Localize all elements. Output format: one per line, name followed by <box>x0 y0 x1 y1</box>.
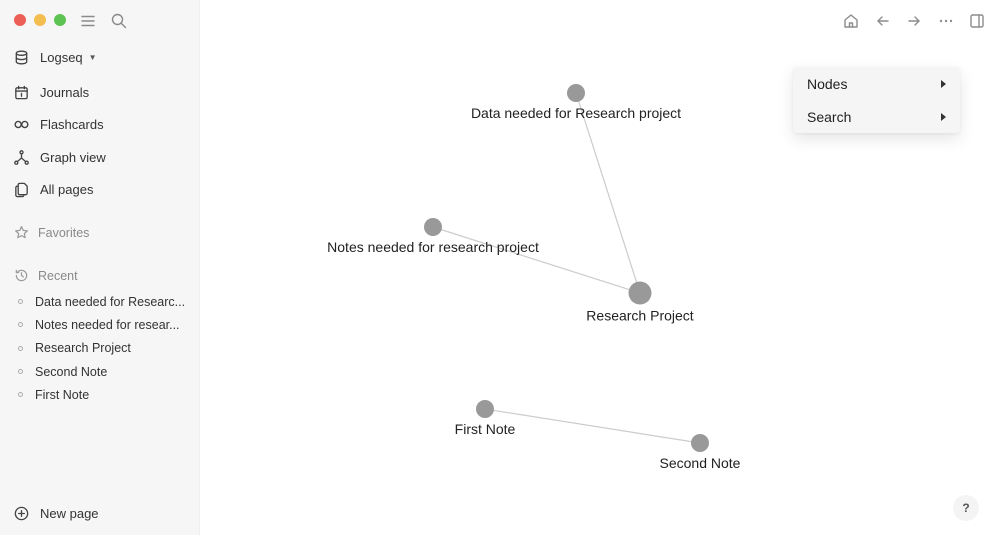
infinity-icon <box>12 115 30 133</box>
recent-item[interactable]: Second Note <box>18 360 190 383</box>
star-icon <box>14 225 30 241</box>
recent-list: Data needed for Researc... Notes needed … <box>18 290 190 406</box>
pages-icon <box>12 180 30 198</box>
graph-selector[interactable]: Logseq ▼ <box>12 44 188 70</box>
favorites-label: Favorites <box>38 226 90 240</box>
graph-node-circle[interactable] <box>567 84 585 102</box>
sidebar-item-all-pages[interactable]: All pages <box>12 176 188 202</box>
graph-edge <box>575 92 641 294</box>
bullet-icon <box>18 392 23 398</box>
recent-item[interactable]: Research Project <box>18 337 190 360</box>
graph-node-label[interactable]: Research Project <box>586 308 693 324</box>
minimize-window-button[interactable] <box>34 14 46 26</box>
home-icon[interactable] <box>841 11 861 31</box>
database-icon <box>12 48 30 66</box>
sidebar-item-label: Graph view <box>40 149 106 165</box>
sidebar-item-label: All pages <box>40 181 94 197</box>
graph-node-label[interactable]: Second Note <box>660 455 741 471</box>
sidebar-item-journals[interactable]: Journals <box>12 79 188 105</box>
graph-node[interactable]: Data needed for Research project <box>471 84 681 121</box>
bullet-icon <box>18 299 23 305</box>
more-icon[interactable] <box>936 11 956 31</box>
plus-circle-icon <box>12 504 30 522</box>
graph-name: Logseq <box>40 49 83 65</box>
left-sidebar: Logseq ▼ Journals Flashcards Graph view … <box>0 0 200 535</box>
chevron-right-icon <box>941 79 946 88</box>
graph-icon <box>12 148 30 166</box>
window-controls <box>14 14 66 26</box>
graph-settings-menu: Nodes Search <box>793 67 960 133</box>
forward-arrow-icon[interactable] <box>904 11 924 31</box>
graph-node-label[interactable]: Data needed for Research project <box>471 105 681 121</box>
graph-edge <box>484 408 701 444</box>
graph-node-circle[interactable] <box>424 218 442 236</box>
sidebar-item-flashcards[interactable]: Flashcards <box>12 111 188 137</box>
recent-item[interactable]: Data needed for Researc... <box>18 290 190 313</box>
right-sidebar-icon[interactable] <box>967 11 987 31</box>
menu-item-search[interactable]: Search <box>793 100 960 133</box>
menu-item-label: Nodes <box>807 75 848 92</box>
recent-header[interactable]: Recent <box>14 268 78 284</box>
maximize-window-button[interactable] <box>54 14 66 26</box>
recent-label: Recent <box>38 269 78 283</box>
graph-node[interactable]: Notes needed for research project <box>327 218 539 255</box>
bullet-icon <box>18 345 23 351</box>
new-page-label: New page <box>40 505 99 521</box>
graph-edge <box>432 226 641 294</box>
graph-node-circle[interactable] <box>628 281 652 305</box>
chevron-down-icon: ▼ <box>88 52 97 62</box>
favorites-header[interactable]: Favorites <box>14 225 89 241</box>
chevron-right-icon <box>941 112 946 121</box>
graph-node[interactable]: Second Note <box>660 434 741 471</box>
graph-node-label[interactable]: First Note <box>455 421 516 437</box>
close-window-button[interactable] <box>14 14 26 26</box>
menu-item-nodes[interactable]: Nodes <box>793 67 960 100</box>
graph-node-circle[interactable] <box>476 400 494 418</box>
graph-node-circle[interactable] <box>691 434 709 452</box>
sidebar-item-graph-view[interactable]: Graph view <box>12 144 188 170</box>
history-icon <box>14 268 30 284</box>
sidebar-item-label: Flashcards <box>40 116 104 132</box>
menu-item-label: Search <box>807 108 852 125</box>
recent-item[interactable]: Notes needed for resear... <box>18 313 190 336</box>
search-icon[interactable] <box>110 12 128 30</box>
recent-item[interactable]: First Note <box>18 383 190 406</box>
sidebar-item-label: Journals <box>40 84 90 100</box>
bullet-icon <box>18 369 23 375</box>
calendar-icon <box>12 83 30 101</box>
graph-node[interactable]: Research Project <box>586 281 694 324</box>
graph-node[interactable]: First Note <box>455 400 516 437</box>
back-arrow-icon[interactable] <box>873 11 893 31</box>
help-button[interactable]: ? <box>953 495 979 521</box>
menu-icon[interactable] <box>79 12 97 30</box>
graph-node-label[interactable]: Notes needed for research project <box>327 239 539 255</box>
bullet-icon <box>18 322 23 328</box>
new-page-button[interactable]: New page <box>12 500 188 526</box>
